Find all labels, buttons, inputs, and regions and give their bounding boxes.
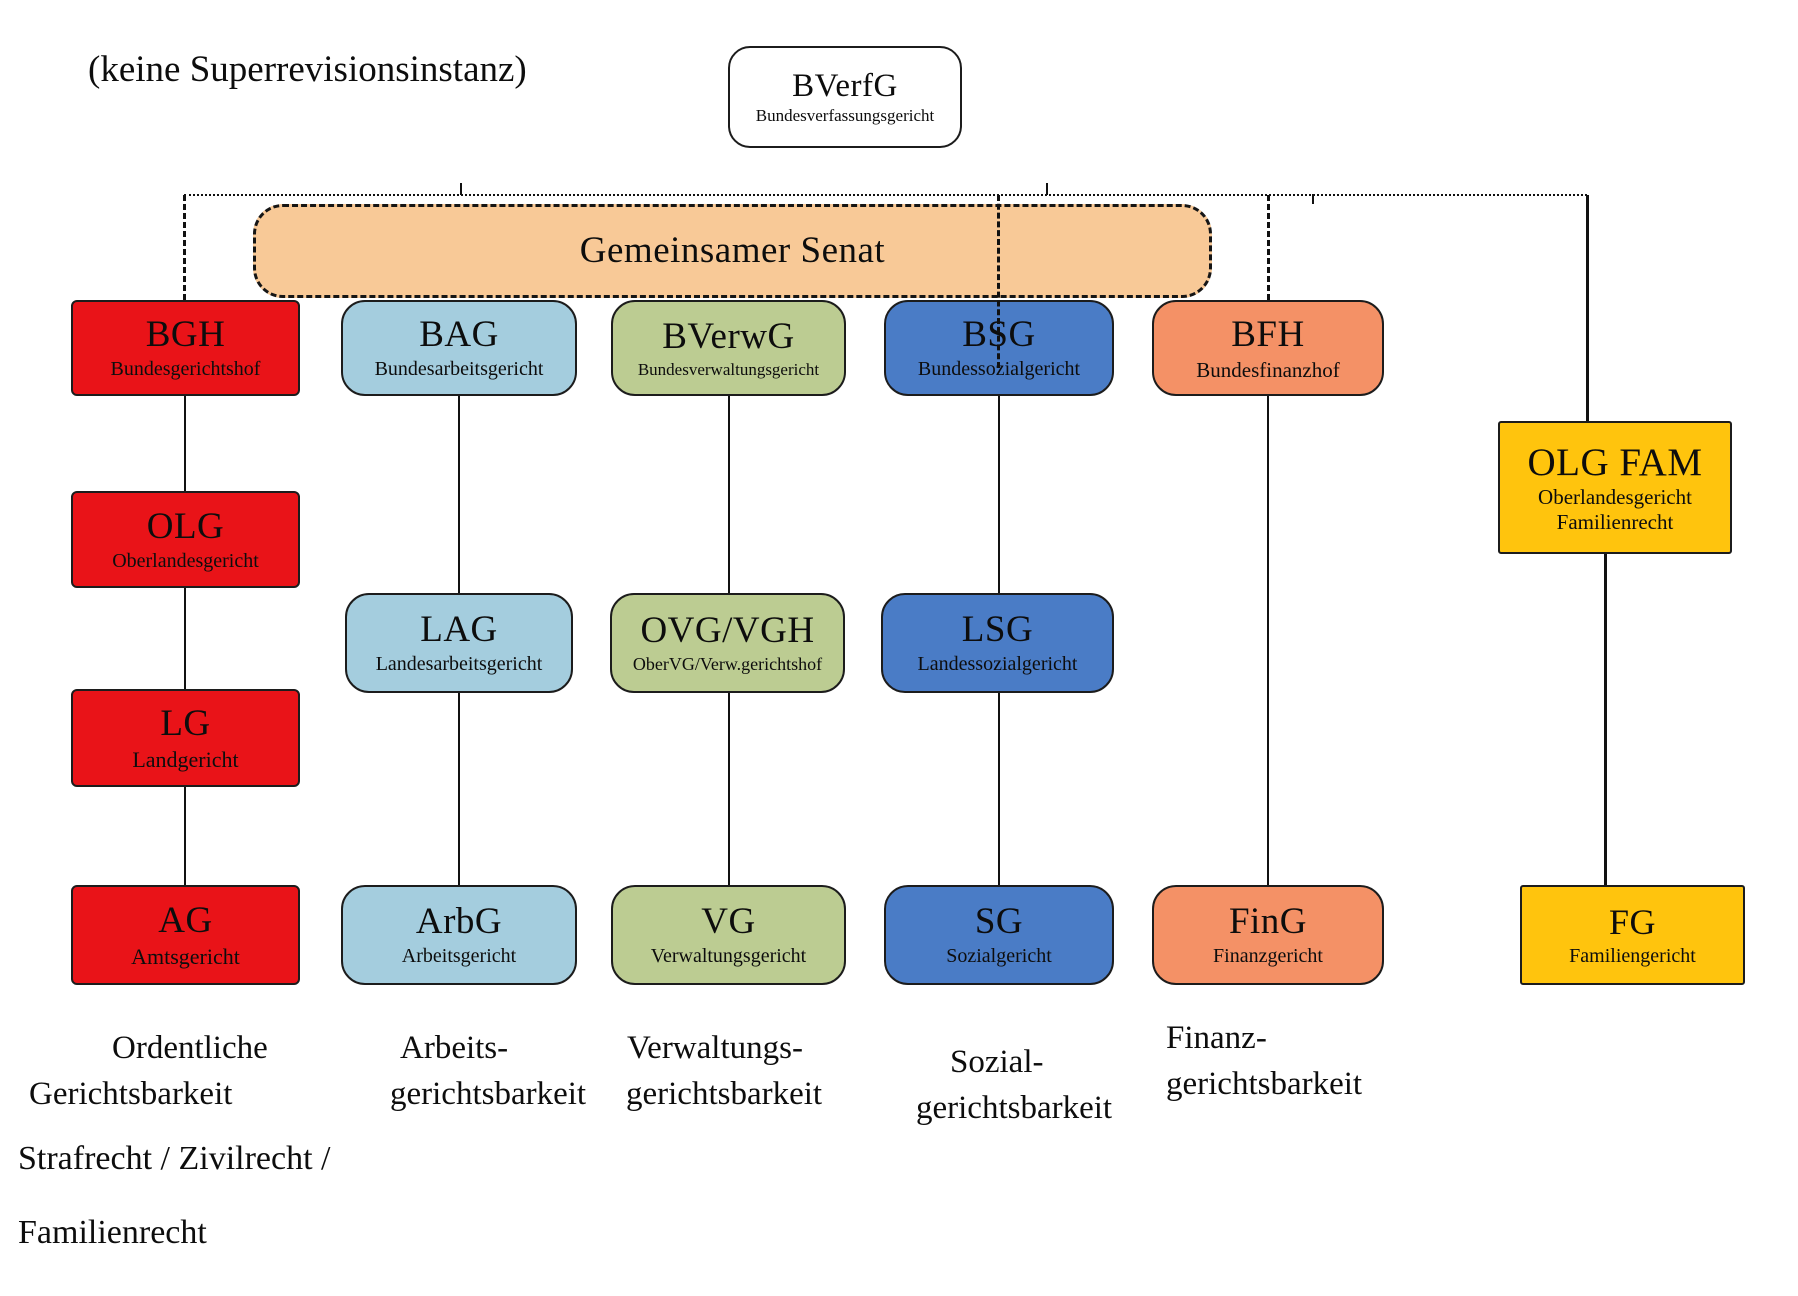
court-box-ovg-vgh: OVG/VGH OberVG/Verw.gerichtshof: [610, 593, 845, 693]
law-areas-line1: Strafrecht / Zivilrecht /: [18, 1140, 331, 1177]
bfh-abbr: BFH: [1231, 313, 1305, 355]
ag-name: Amtsgericht: [131, 944, 240, 970]
court-box-fing: FinG Finanzgericht: [1152, 885, 1384, 985]
branch-label-ordentliche-line2: Gerichtsbarkeit: [29, 1076, 233, 1112]
lsg-name: Landessozialgericht: [917, 653, 1078, 676]
branch-label-finanz-line2: gerichtsbarkeit: [1166, 1066, 1363, 1102]
court-box-arbg: ArbG Arbeitsgericht: [341, 885, 577, 985]
connector-ovg-vg: [728, 693, 730, 885]
bverwg-name: Bundesverwaltungsgericht: [637, 359, 820, 379]
court-box-bfh: BFH Bundesfinanzhof: [1152, 300, 1384, 396]
connector-tick: [1312, 194, 1314, 204]
branch-label-ordentliche-line1: Ordentliche: [112, 1030, 268, 1066]
bverwg-abbr: BVerwG: [662, 315, 795, 357]
branch-label-verwaltung-line1: Verwaltungs-: [627, 1030, 803, 1066]
no-super-revision-note: (keine Superrevisionsinstanz): [88, 49, 527, 90]
connector-lsg-sg: [998, 693, 1000, 885]
ovg-abbr: OVG/VGH: [640, 610, 815, 652]
connector-olg-lg: [184, 588, 186, 689]
lag-abbr: LAG: [420, 609, 498, 651]
bfh-name: Bundesfinanzhof: [1196, 357, 1340, 382]
court-box-bverwg: BVerwG Bundesverwaltungsgericht: [611, 300, 846, 396]
gemeinsamer-senat-box: Gemeinsamer Senat: [253, 204, 1212, 298]
court-box-lg: LG Landgericht: [71, 689, 300, 787]
arbg-abbr: ArbG: [415, 901, 503, 943]
fg-name: Familiengericht: [1569, 944, 1696, 967]
connector-bfh-fing: [1267, 396, 1269, 885]
bag-abbr: BAG: [419, 314, 499, 356]
connector-dashed-to-bfh: [1267, 195, 1270, 300]
fing-name: Finanzgericht: [1213, 945, 1323, 968]
bag-name: Bundesarbeitsgericht: [374, 358, 544, 381]
connector-lg-ag: [184, 787, 186, 885]
connector-dashed-to-bsg: [997, 195, 1000, 368]
bgh-name: Bundesgerichtshof: [110, 358, 261, 381]
olgfam-name2: Familienrecht: [1556, 509, 1674, 534]
branch-label-sozial-line1: Sozial-: [950, 1044, 1044, 1080]
sg-abbr: SG: [974, 901, 1024, 943]
fing-abbr: FinG: [1228, 901, 1308, 943]
ag-abbr: AG: [158, 900, 213, 942]
gemeinsamer-senat-label: Gemeinsamer Senat: [579, 230, 886, 272]
sg-name: Sozialgericht: [946, 945, 1052, 968]
law-areas-line2: Familienrecht: [18, 1214, 207, 1251]
court-box-olgfam: OLG FAM Oberlandesgericht Familienrecht: [1498, 421, 1732, 554]
vg-name: Verwaltungsgericht: [650, 945, 807, 968]
connector-lag-arbg: [458, 693, 460, 885]
court-box-vg: VG Verwaltungsgericht: [611, 885, 846, 985]
fg-abbr: FG: [1608, 901, 1657, 942]
bverfg-name: Bundesverfassungsgericht: [755, 105, 935, 125]
ovg-name: OberVG/Verw.gerichtshof: [632, 654, 823, 675]
connector-bsg-lsg: [998, 396, 1000, 593]
olg-name: Oberlandesgericht: [112, 549, 259, 572]
vg-abbr: VG: [701, 901, 756, 943]
connector-tick: [1046, 183, 1048, 195]
connector-dashed-to-bgh: [183, 195, 186, 300]
court-box-bverfg: BVerfG Bundesverfassungsgericht: [728, 46, 962, 148]
court-box-ag: AG Amtsgericht: [71, 885, 300, 985]
connector-solid-olgfam-to-fg: [1604, 553, 1607, 886]
lsg-abbr: LSG: [961, 609, 1034, 651]
connector-tick: [460, 183, 462, 195]
court-box-bag: BAG Bundesarbeitsgericht: [341, 300, 577, 396]
bverfg-abbr: BVerfG: [792, 68, 898, 104]
branch-label-arbeit-line2: gerichtsbarkeit: [390, 1076, 587, 1112]
court-box-olg: OLG Oberlandesgericht: [71, 491, 300, 588]
arbg-name: Arbeitsgericht: [401, 945, 517, 968]
bgh-abbr: BGH: [145, 314, 226, 356]
court-box-lag: LAG Landesarbeitsgericht: [345, 593, 573, 693]
olgfam-name: Oberlandesgericht: [1538, 484, 1692, 509]
connector-bgh-olg: [184, 396, 186, 491]
branch-label-finanz-line1: Finanz-: [1166, 1020, 1267, 1056]
court-box-sg: SG Sozialgericht: [884, 885, 1114, 985]
connector-dotted-horizontal: [184, 194, 1587, 196]
lg-name: Landgericht: [132, 747, 239, 773]
bsg-name: Bundessozialgericht: [917, 358, 1081, 381]
branch-label-arbeit-line1: Arbeits-: [400, 1030, 509, 1066]
connector-solid-to-olgfam: [1586, 195, 1589, 422]
court-box-bgh: BGH Bundesgerichtshof: [71, 300, 300, 396]
branch-label-verwaltung-line2: gerichtsbarkeit: [626, 1076, 823, 1112]
court-box-lsg: LSG Landessozialgericht: [881, 593, 1114, 693]
lg-abbr: LG: [160, 703, 211, 745]
branch-label-sozial-line2: gerichtsbarkeit: [916, 1090, 1113, 1126]
connector-bag-lag: [458, 396, 460, 593]
olgfam-abbr: OLG FAM: [1527, 440, 1703, 484]
lag-name: Landesarbeitsgericht: [375, 653, 543, 676]
connector-bverwg-ovg: [728, 396, 730, 593]
olg-abbr: OLG: [146, 505, 225, 547]
court-box-fg: FG Familiengericht: [1520, 885, 1745, 985]
